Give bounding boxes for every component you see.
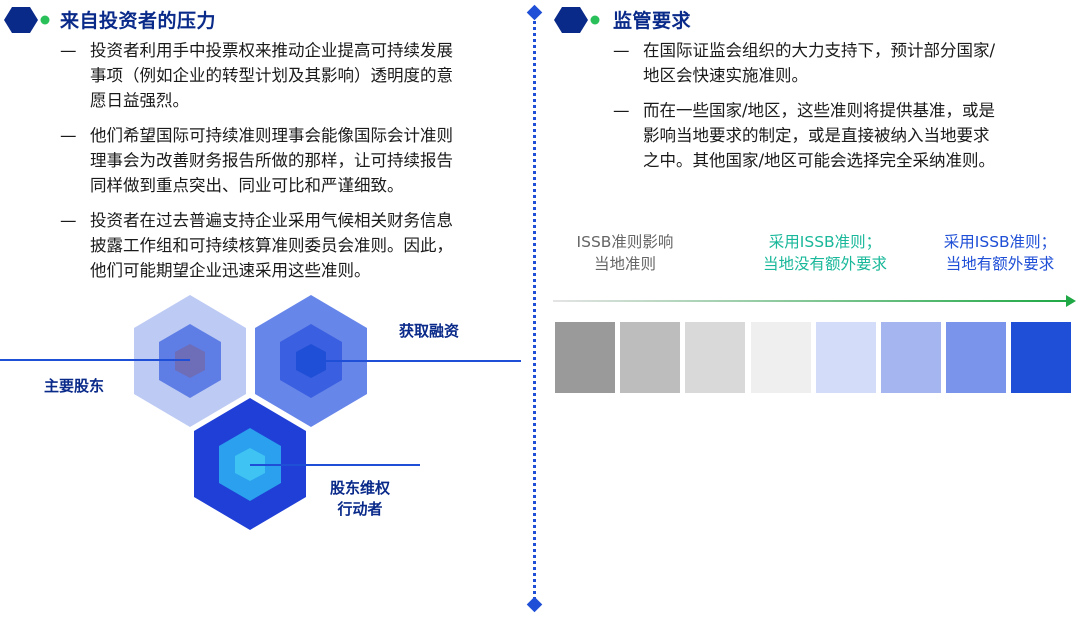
left-bullet-item: — 投资者在过去普遍支持企业采用气候相关财务信息 披露工作组和可持续核算准则委员…: [60, 208, 530, 283]
color-swatch: [1011, 322, 1072, 393]
label-financing: 获取融资: [399, 322, 460, 340]
dash-icon: —: [60, 126, 77, 145]
left-section-title: 来自投资者的压力: [60, 10, 217, 32]
scale-label-adopt-extra: 采用ISSB准则； 当地有额外要求: [943, 233, 1057, 273]
scale-label-influence: ISSB准则影响 当地准则: [576, 233, 674, 273]
dash-icon: —: [60, 41, 77, 60]
arrow-head-icon: [1066, 295, 1076, 307]
color-swatch: [946, 322, 1007, 393]
label-activist: 股东维权 行动者: [330, 479, 391, 518]
dash-icon: —: [613, 41, 630, 60]
color-swatch: [555, 322, 615, 393]
divider-top-diamond-icon: [526, 4, 543, 21]
color-swatch: [750, 322, 811, 393]
scale-label-adopt-no-extra: 采用ISSB准则； 当地没有额外要求: [762, 233, 887, 273]
divider-bottom-diamond-icon: [526, 596, 543, 613]
hexagon-diagram: [0, 295, 521, 530]
hexagon-bullet-icon: [4, 7, 50, 33]
color-swatch: [685, 322, 746, 393]
right-bullet-item: — 而在一些国家/地区，这些准则将提供基准，或是 影响当地要求的制定，或是直接被…: [613, 98, 1073, 173]
color-swatch: [620, 322, 681, 393]
left-bullet-item: — 他们希望国际可持续准则理事会能像国际会计准则 理事会为改善财务报告所做的那样…: [60, 123, 530, 198]
hexagon-bullet-icon: [554, 7, 600, 33]
color-swatch: [815, 322, 876, 393]
gradient-arrow: [553, 295, 1076, 307]
right-bullet-list: — 在国际证监会组织的大力支持下，预计部分国家/ 地区会快速实施准则。 — 而在…: [613, 38, 1073, 183]
left-bullet-item: — 投资者利用手中投票权来推动企业提高可持续发展 事项（例如企业的转型计划及其影…: [60, 38, 530, 113]
right-bullet-item: — 在国际证监会组织的大力支持下，预计部分国家/ 地区会快速实施准则。: [613, 38, 1073, 88]
vertical-divider: [533, 10, 536, 605]
color-swatch: [881, 322, 941, 393]
left-bullet-list: — 投资者利用手中投票权来推动企业提高可持续发展 事项（例如企业的转型计划及其影…: [60, 38, 530, 293]
dash-icon: —: [613, 101, 630, 120]
label-main-shareholder: 主要股东: [44, 377, 105, 395]
dash-icon: —: [60, 211, 77, 230]
right-section-title: 监管要求: [613, 10, 692, 32]
